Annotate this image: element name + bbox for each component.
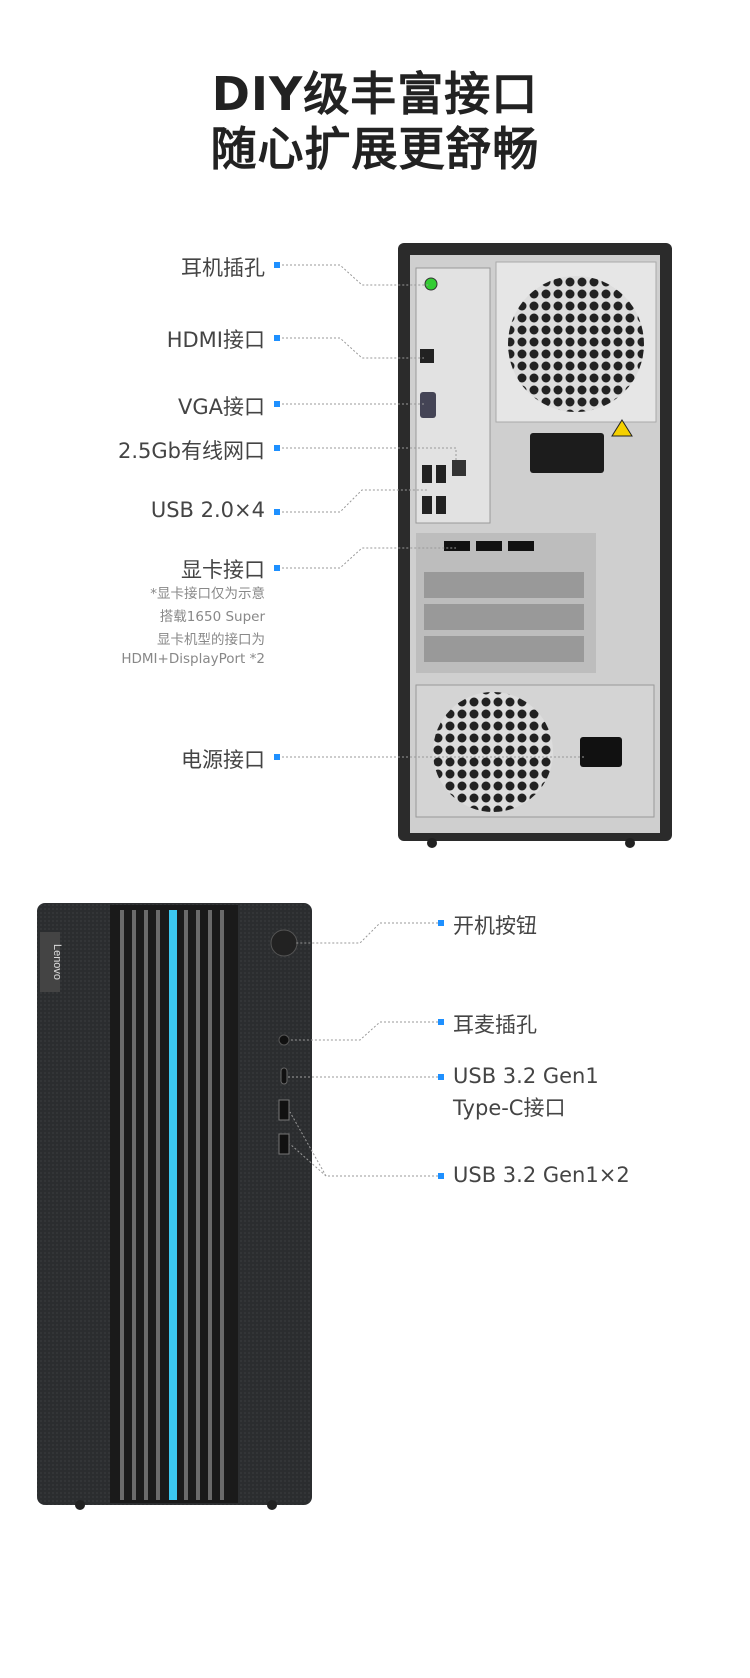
usb-a-port-icon — [278, 1133, 290, 1155]
marker-icon — [274, 401, 280, 407]
label-usb2: USB 2.0×4 — [150, 498, 265, 522]
headset-jack-icon — [278, 1034, 290, 1046]
gpu-note: *显卡接口仅为示意 — [150, 586, 265, 602]
front-tower: Lenovo — [37, 903, 312, 1510]
lenovo-logo: Lenovo — [51, 944, 63, 980]
rear-tower — [398, 243, 672, 848]
label-headphone-jack: 耳机插孔 — [181, 256, 265, 280]
label-ethernet: 2.5Gb有线网口 — [118, 439, 265, 463]
marker-icon — [274, 335, 280, 341]
power-button[interactable] — [270, 929, 298, 957]
psu-fan-icon — [433, 692, 553, 812]
label-power-button: 开机按钮 — [453, 914, 537, 938]
label-hdmi: HDMI接口 — [166, 328, 265, 352]
gpu-note: 搭载1650 Super — [159, 609, 265, 625]
label-power-socket: 电源接口 — [181, 748, 265, 772]
rear-fan-icon — [508, 276, 644, 412]
label-usb-c: USB 3.2 Gen1 — [453, 1064, 599, 1088]
gpu-note: 显卡机型的接口为 — [157, 632, 265, 648]
marker-icon — [274, 445, 280, 451]
vga-port-icon — [420, 392, 436, 418]
label-headset-jack: 耳麦插孔 — [453, 1013, 537, 1037]
title-line-2: 随心扩展更舒畅 — [210, 122, 540, 176]
label-vga: VGA接口 — [177, 395, 265, 419]
gpu-note: HDMI+DisplayPort *2 — [121, 651, 265, 667]
title-line-1: DIY级丰富接口 — [211, 67, 539, 121]
light-bar — [169, 910, 177, 1500]
marker-icon — [274, 565, 280, 571]
label-usb-c-line2: Type-C接口 — [453, 1096, 566, 1120]
usb-c-port-icon — [280, 1067, 288, 1085]
marker-icon — [438, 1074, 444, 1080]
marker-icon — [274, 262, 280, 268]
marker-icon — [274, 754, 280, 760]
hdmi-port-icon — [420, 349, 434, 363]
marker-icon — [274, 509, 280, 515]
leader-lines — [282, 264, 584, 1177]
marker-icon — [438, 1019, 444, 1025]
ethernet-port-icon — [452, 460, 466, 476]
marker-icon — [438, 920, 444, 926]
label-gpu: 显卡接口 — [181, 558, 265, 582]
usb-a-port-icon — [278, 1099, 290, 1121]
marker-icon — [438, 1173, 444, 1179]
power-socket-icon — [580, 737, 622, 767]
label-usb-a: USB 3.2 Gen1×2 — [453, 1163, 630, 1187]
